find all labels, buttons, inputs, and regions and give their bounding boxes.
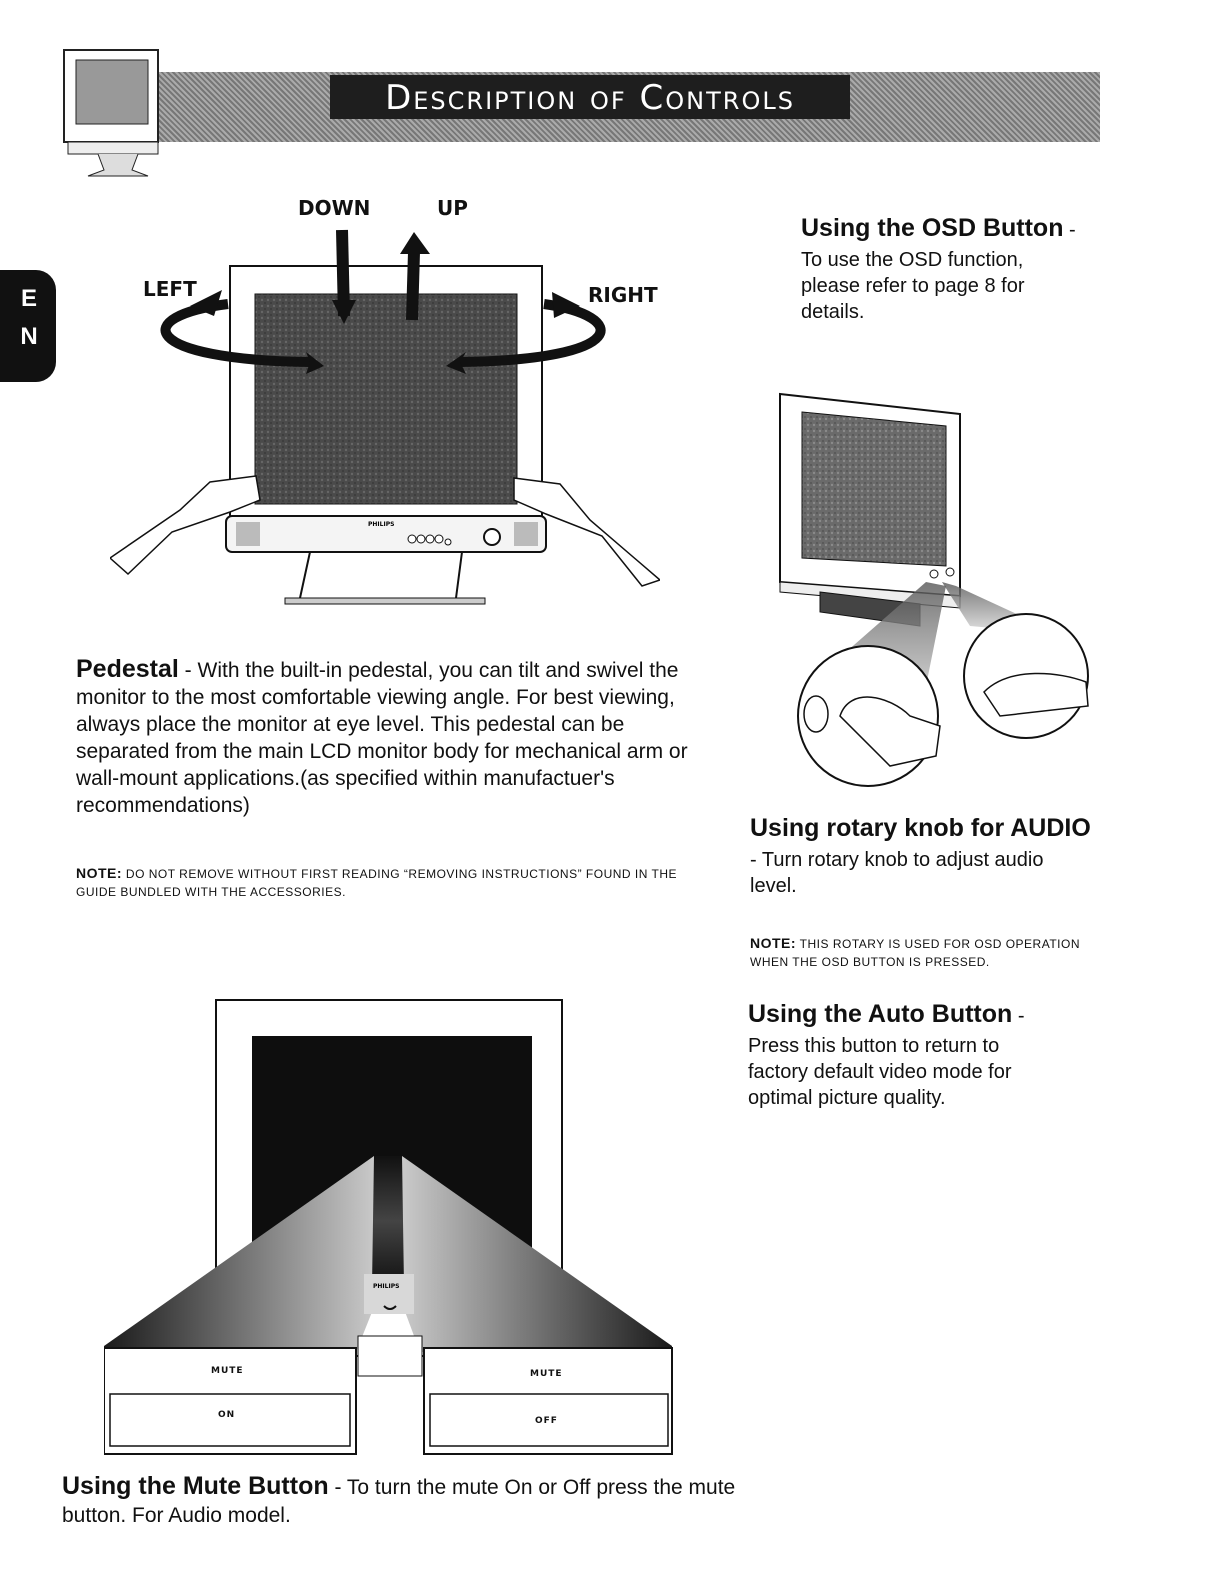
osd-button-illustration <box>779 392 1089 787</box>
pedestal-note-label: NOTE: <box>76 865 123 881</box>
label-down: DOWN <box>298 196 371 220</box>
mute-on-state: ON <box>218 1410 236 1420</box>
arrow-left-swivel <box>160 299 311 367</box>
arrow-right-swivel <box>459 299 606 367</box>
mute-on-label: MUTE <box>211 1366 244 1376</box>
language-tab-label: E N <box>20 285 38 350</box>
brand-label: PHILIPS <box>368 521 394 528</box>
mute-brand-label: PHILIPS <box>373 1283 399 1290</box>
mute-section: Using the Mute Button - To turn the mute… <box>62 1472 742 1530</box>
mute-off-label: MUTE <box>530 1369 563 1379</box>
label-right: RIGHT <box>588 283 658 307</box>
rotary-note-label: NOTE: <box>750 935 797 951</box>
rotary-heading: Using rotary knob for AUDIO <box>750 814 1091 842</box>
label-left: LEFT <box>143 277 197 301</box>
pedestal-heading: Pedestal <box>76 655 179 683</box>
rotary-note: NOTE: This rotary is used for OSD operat… <box>750 934 1090 971</box>
monitor-screen <box>254 293 518 505</box>
auto-section: Using the Auto Button - Press this butto… <box>748 1000 1098 1111</box>
header-title-bar <box>330 75 850 119</box>
page-title: Description of Controls <box>385 78 795 118</box>
osd-text: To use the OSD function, please refer to… <box>801 249 1025 323</box>
rotary-knob-icon <box>483 528 501 546</box>
left-hand <box>110 475 261 576</box>
auto-heading-suffix: - <box>1012 1005 1025 1027</box>
mute-heading: Using the Mute Button <box>62 1472 329 1500</box>
beam-right <box>394 1156 672 1352</box>
beam-left <box>104 1156 384 1352</box>
pedestal-note-text: Do not remove without first reading “Rem… <box>76 867 678 899</box>
mute-off-state: OFF <box>535 1416 558 1426</box>
right-hand <box>513 477 660 587</box>
speaker-left <box>236 522 260 546</box>
speaker-right <box>514 522 538 546</box>
mute-monitor-button-icon <box>383 1305 397 1310</box>
osd-heading-suffix: - <box>1063 219 1076 241</box>
mute-button-illustration: PHILIPS <box>104 999 673 1455</box>
language-tab <box>0 270 56 382</box>
auto-text: Press this button to return to factory d… <box>748 1035 1012 1109</box>
pedestal-note: NOTE: Do not remove without first readin… <box>76 864 716 901</box>
osd-monitor-screen <box>801 411 947 567</box>
pedestal-section: Pedestal - With the built-in pedestal, y… <box>76 656 716 819</box>
rotary-note-text: This rotary is used for OSD operation wh… <box>750 937 1080 969</box>
osd-section: Using the OSD Button - To use the OSD fu… <box>801 214 1101 325</box>
label-up: UP <box>437 196 468 220</box>
pedestal-illustration: PHILIPS <box>110 229 660 605</box>
osd-heading: Using the OSD Button <box>801 214 1064 242</box>
pedestal-text: - With the built-in pedestal, you can ti… <box>76 659 688 817</box>
monitor-base-panel <box>225 515 547 553</box>
auto-heading: Using the Auto Button <box>748 1000 1013 1028</box>
rotary-section: Using rotary knob for AUDIO - Turn rotar… <box>750 814 1100 899</box>
control-buttons <box>407 534 452 546</box>
mute-text: - To turn the mute On or Off press the m… <box>62 1476 736 1527</box>
monitor-logo-icon <box>63 49 159 177</box>
rotary-text: - Turn rotary knob to adjust audio level… <box>750 849 1044 897</box>
